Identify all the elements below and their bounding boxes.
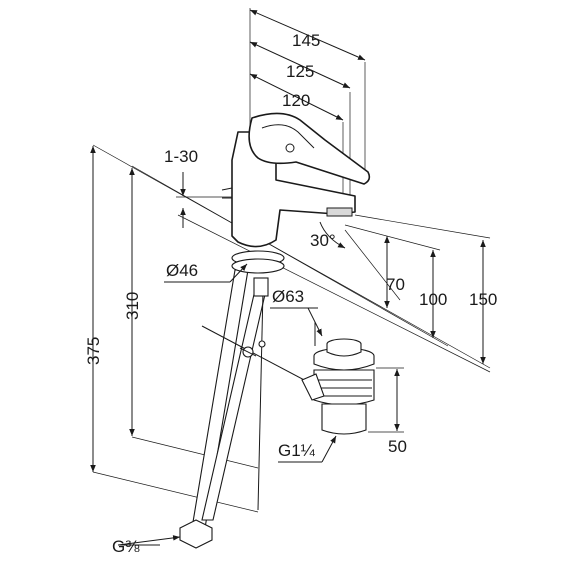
left-dimension-group: 375 310	[84, 146, 142, 472]
dimension-1-30-label: 1-30	[164, 147, 198, 166]
g114-thread-label: G1¼	[278, 441, 316, 460]
faucet-lever-handle	[248, 112, 371, 185]
dimension-100-label: 100	[419, 290, 447, 309]
faucet-body: Ø46	[164, 112, 371, 297]
right-dimension-group: 70 100 150	[384, 236, 497, 364]
dimension-375-label: 375	[84, 337, 103, 365]
pop-up-waste: Ø63	[270, 287, 375, 435]
g114-thread-group: G1¼	[278, 435, 337, 463]
dimension-145-label: 145	[292, 31, 320, 50]
top-dimension-group: 145 125 120	[249, 8, 366, 238]
waste-tailpiece	[321, 403, 367, 435]
dimension-120-label: 120	[282, 91, 310, 110]
dimension-125-label: 125	[286, 62, 314, 81]
pull-rod-linkage	[201, 325, 309, 383]
dimension-1-30-group: 1-30	[164, 147, 250, 228]
horizontal-rod	[201, 325, 309, 383]
diagonal-reference-lines	[92, 144, 491, 513]
angle-30-group: 30°	[310, 221, 346, 250]
angle-30-label: 30°	[310, 231, 336, 250]
dimension-70-label: 70	[386, 275, 405, 294]
lever-hinge-icon	[285, 143, 295, 153]
dimension-line-120	[249, 73, 344, 121]
g38-thread-label: G⅜	[112, 537, 140, 556]
dimension-50-group: 50	[368, 367, 407, 456]
aerator	[326, 207, 353, 217]
dimension-150-label: 150	[469, 290, 497, 309]
waste-linkage-arm	[301, 373, 325, 401]
mounting-stud	[253, 277, 269, 297]
diameter-63-label: Ø63	[272, 287, 304, 306]
dimension-310-label: 310	[123, 292, 142, 320]
pop-up-rod	[257, 289, 264, 511]
diameter-46-label: Ø46	[166, 261, 198, 280]
hose-fitting-nut	[179, 519, 213, 549]
dimension-50-label: 50	[388, 437, 407, 456]
